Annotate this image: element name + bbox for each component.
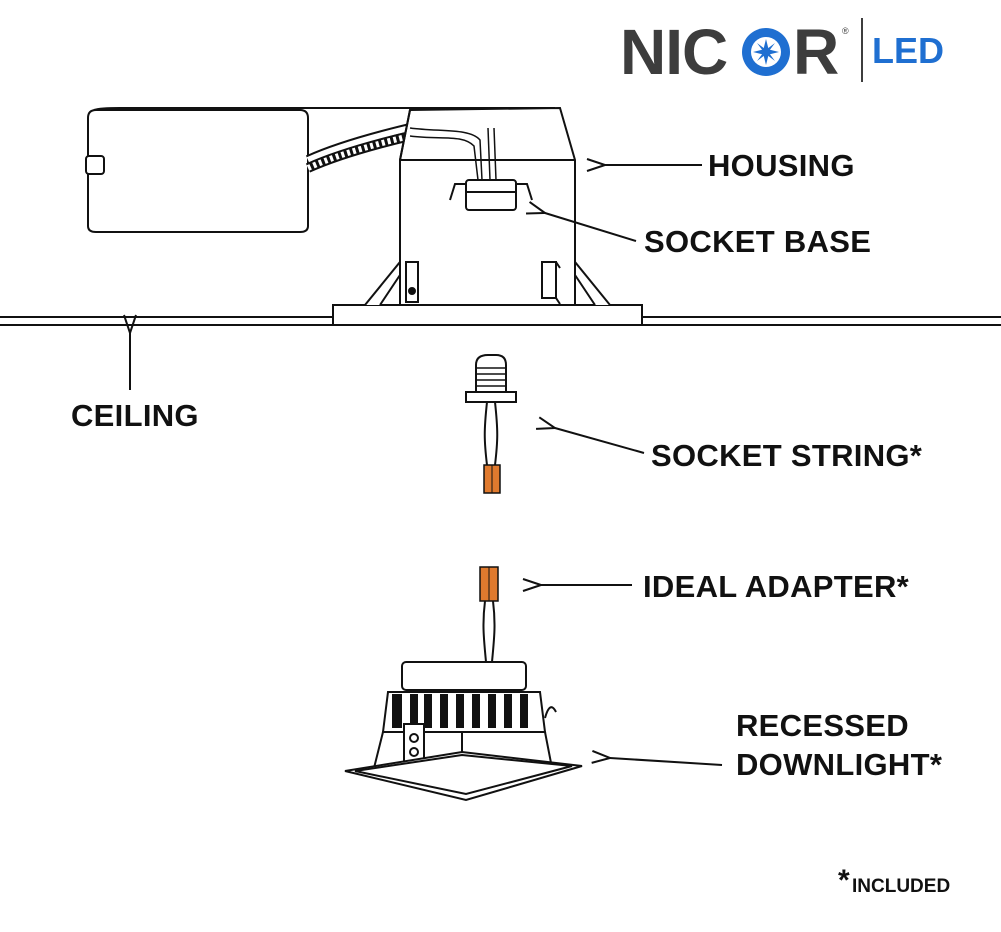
arrow-socket-base <box>545 213 637 242</box>
label-socket-base: SOCKET BASE <box>644 224 872 259</box>
junction-box <box>85 107 555 233</box>
ceiling-line <box>0 316 1001 326</box>
arrow-recessed-downlight <box>610 758 723 766</box>
recessed-downlight <box>344 661 583 802</box>
logo-separator <box>861 18 863 82</box>
label-ideal-adapter: IDEAL ADAPTER* <box>643 569 910 604</box>
logo-brand-left: NIC <box>620 16 728 88</box>
arrows <box>130 165 723 766</box>
coiled-cable <box>305 123 412 173</box>
label-socket-string: SOCKET STRING* <box>651 438 923 473</box>
footnote-asterisk: * <box>838 864 850 897</box>
logo-starburst-icon <box>742 28 790 76</box>
logo-registered-mark: ® <box>842 26 849 36</box>
housing-body <box>332 106 643 326</box>
logo-brand-right: R <box>793 16 840 88</box>
ideal-adapter <box>479 566 499 663</box>
socket-string <box>465 354 517 494</box>
label-recessed-line2: DOWNLIGHT* <box>736 747 943 782</box>
arrow-socket-string <box>555 428 645 454</box>
label-recessed-line1: RECESSED <box>736 708 909 743</box>
housing-wires <box>409 127 497 181</box>
label-ceiling: CEILING <box>71 398 199 433</box>
socket-base <box>449 179 533 211</box>
label-housing: HOUSING <box>708 148 855 183</box>
logo-led-text: LED <box>872 30 944 71</box>
footnote-included: INCLUDED <box>852 876 951 897</box>
